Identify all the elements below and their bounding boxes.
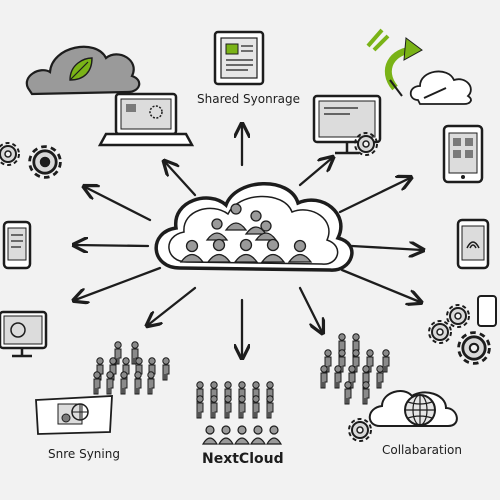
gears-icon	[0, 142, 62, 179]
gears-icon-right	[428, 295, 497, 365]
cloud-leaf-icon	[25, 45, 141, 96]
small-cloud-icon	[409, 70, 472, 105]
people-group-icon-right	[320, 333, 390, 405]
people-heads-center	[201, 425, 283, 445]
phone-icon	[2, 220, 32, 270]
people-group-icon-center	[196, 381, 274, 419]
label-brand: NextCloud	[202, 451, 284, 467]
people-group-icon-left	[93, 341, 170, 395]
document-tablet-icon	[213, 30, 265, 86]
laptop-icon	[97, 92, 195, 147]
central-cloud-icon	[154, 182, 354, 272]
label-file-syncing: Snre Syning	[48, 447, 120, 461]
tablet-icon	[442, 124, 484, 184]
desktop-monitor-icon	[312, 94, 382, 156]
connector-arrows	[75, 125, 422, 357]
globe-cloud-icon	[348, 390, 458, 442]
green-refresh-arrows-icon	[366, 28, 423, 97]
label-collaboration: Collabaration	[382, 443, 462, 457]
label-shared-storage: Shared Syonrage	[197, 92, 301, 106]
phone-icon-right	[456, 218, 490, 270]
monitor-icon-left	[0, 310, 48, 358]
file-sync-icon	[35, 395, 113, 435]
